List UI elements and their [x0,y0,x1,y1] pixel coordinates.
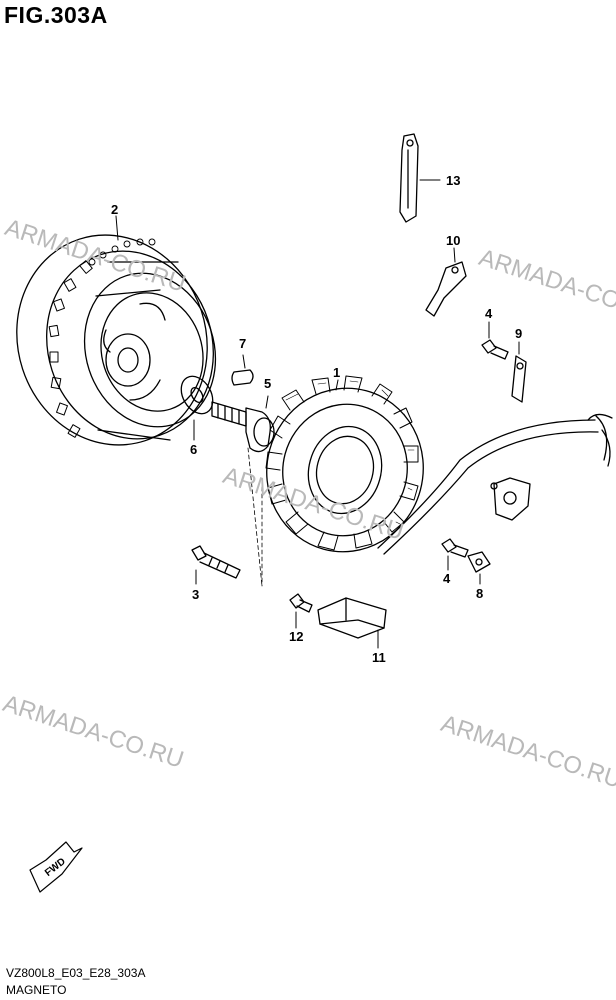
washer [180,375,214,415]
clamp-8 [467,551,491,573]
callout-5: 5 [264,376,272,391]
cover-plate-11 [317,597,387,639]
wire-harness [377,413,613,555]
figure-title: FIG.303A [4,2,108,28]
callout-9: 9 [515,326,523,341]
clamp-9 [511,355,527,403]
fwd-arrow [29,841,83,893]
callout-8: 8 [476,586,484,601]
callout-13: 13 [446,173,461,188]
clamp-13 [399,133,419,223]
bolt-4-upper [481,339,509,360]
woodruff-key [231,369,254,386]
bolt-4-lower [441,538,469,558]
callout-4-upper: 4 [485,306,493,321]
callout-2: 2 [111,202,119,217]
diagram-name: MAGNETO [6,983,67,997]
rotor-flywheel [16,234,217,446]
clamp-10 [425,261,467,317]
stator [265,375,424,553]
stator-bolt [191,545,241,579]
callout-1: 1 [333,365,341,380]
callout-10: 10 [446,233,461,248]
diagram-code: VZ800L8_E03_E28_303A [6,966,146,980]
bolt-12 [289,593,313,613]
callout-7: 7 [239,336,247,351]
callout-3: 3 [192,587,200,602]
wire-grommet [490,477,531,521]
callout-6: 6 [190,442,198,457]
callout-11: 11 [372,650,386,665]
callout-4-lower: 4 [443,571,451,586]
rotor-bolt [211,401,275,453]
callout-12: 12 [289,629,304,644]
